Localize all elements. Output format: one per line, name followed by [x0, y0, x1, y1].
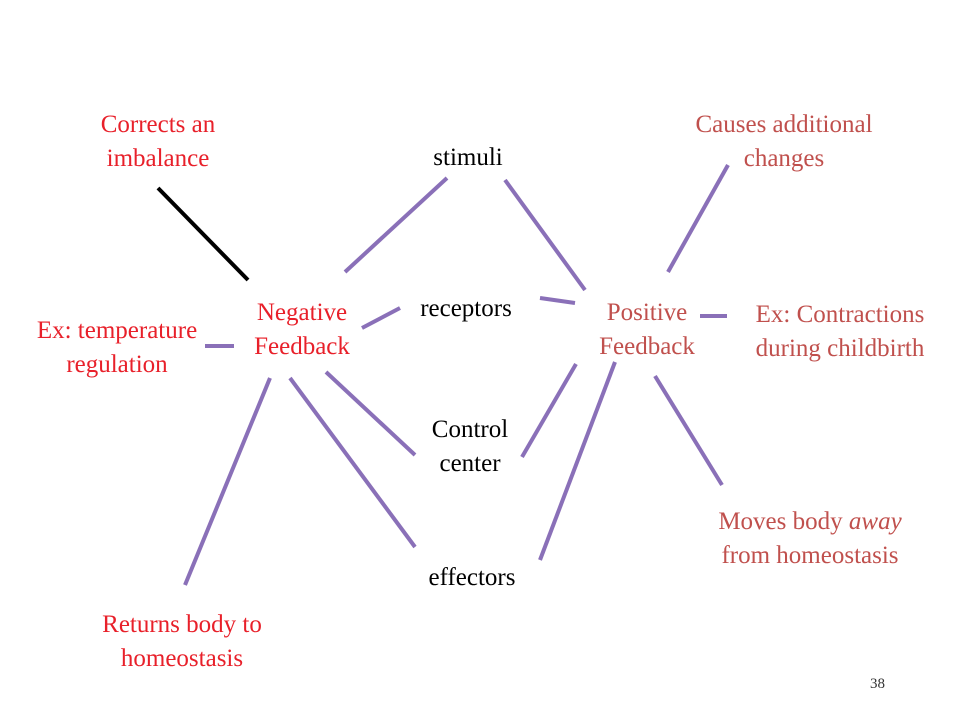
connector-negative-receptors — [361, 306, 401, 330]
moves-suffix: from homeostasis — [721, 542, 899, 569]
moves-away-label: Moves body away from homeostasis — [672, 505, 948, 573]
connector-negative-stimuli — [343, 176, 449, 274]
moves-emphasis: away — [848, 508, 902, 535]
page-number: 38 — [870, 676, 885, 692]
connector-receptors-positive — [539, 296, 576, 305]
control-center-node: Control center — [431, 416, 509, 477]
receptors-node: receptors — [420, 295, 512, 322]
negative-feedback-node: Negative Feedback — [254, 299, 350, 360]
positive-feedback-node: Positive Feedback — [599, 299, 695, 360]
connector-control-positive — [520, 362, 578, 459]
temperature-regulation-label: Ex: temperature regulation — [36, 317, 198, 378]
connector-negative-control — [324, 370, 417, 457]
moves-prefix: Moves body — [718, 508, 849, 535]
stimuli-node: stimuli — [433, 144, 503, 171]
connector-positive-causes — [666, 164, 730, 273]
returns-homeostasis-label: Returns body to homeostasis — [102, 611, 262, 672]
connector-stimuli-positive — [503, 178, 587, 292]
connector-negative-corrects — [156, 186, 250, 282]
contractions-childbirth-label: Ex: Contractions during childbirth — [755, 301, 925, 362]
connector-effectors-positive — [538, 361, 617, 561]
causes-changes-label: Causes additional changes — [695, 111, 873, 172]
connector-negative-returns — [183, 377, 272, 586]
connector-positive-moves — [653, 374, 724, 487]
corrects-imbalance-label: Corrects an imbalance — [100, 111, 216, 172]
connector-negative-effectors — [288, 376, 417, 549]
effectors-node: effectors — [428, 564, 516, 591]
